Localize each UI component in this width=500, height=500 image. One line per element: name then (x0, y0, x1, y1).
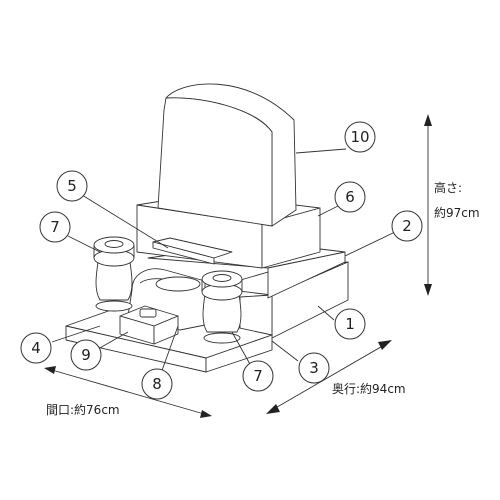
flower-vase-left (93, 236, 135, 312)
water-bowl (152, 237, 233, 265)
svg-text:7: 7 (50, 218, 60, 236)
flower-vase-right (201, 270, 243, 344)
callout-7-left: 7 (39, 211, 71, 243)
headstone (157, 83, 297, 227)
svg-text:5: 5 (67, 177, 77, 195)
height-label: 高さ: (434, 181, 463, 195)
svg-text:4: 4 (31, 339, 41, 357)
callout-7-right: 7 (242, 360, 274, 392)
svg-text:2: 2 (402, 217, 412, 235)
offering-box (119, 305, 179, 345)
svg-text:6: 6 (345, 188, 355, 206)
callout-6: 6 (334, 181, 366, 213)
height-value: 約97cm (434, 206, 480, 220)
callout-2: 2 (391, 210, 423, 242)
leader-lines (51, 148, 396, 377)
height-dimension-arrow (424, 114, 432, 296)
svg-text:9: 9 (81, 346, 91, 364)
callout-9: 9 (70, 339, 102, 371)
svg-text:10: 10 (350, 128, 369, 146)
depth-dimension-arrow (266, 340, 392, 414)
svg-text:1: 1 (345, 315, 355, 333)
callout-8: 8 (141, 368, 173, 400)
callout-5: 5 (56, 170, 88, 202)
width-dimension-arrow (44, 366, 212, 418)
width-label: 間口:約76cm (46, 403, 120, 417)
callout-4: 4 (20, 332, 52, 364)
svg-text:3: 3 (309, 359, 319, 377)
callout-3: 3 (298, 352, 330, 384)
svg-text:8: 8 (152, 375, 162, 393)
depth-label: 奥行:約94cm (332, 382, 406, 396)
callout-10: 10 (344, 121, 376, 153)
callout-1: 1 (334, 308, 366, 340)
svg-text:7: 7 (253, 367, 263, 385)
